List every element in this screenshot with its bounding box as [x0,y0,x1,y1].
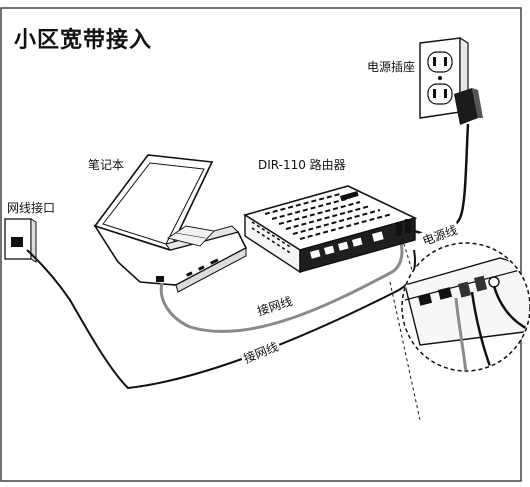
label-laptop: 笔记本 [88,158,125,172]
laptop-cable [159,239,404,333]
label-power-outlet: 电源插座 [367,60,416,74]
page-title: 小区宽带接入 [14,28,153,53]
frame-border [0,7,522,482]
label-wall-port: 网线接口 [7,201,56,215]
label-router: DIR-110 路由器 [258,158,346,172]
router-icon [243,185,418,274]
port-closeup-icon [401,242,530,372]
laptop-icon [93,154,248,293]
power-cable [411,123,470,236]
wall-cable [26,249,416,390]
wall-port-icon [4,218,37,263]
power-adapter-icon [454,88,483,125]
